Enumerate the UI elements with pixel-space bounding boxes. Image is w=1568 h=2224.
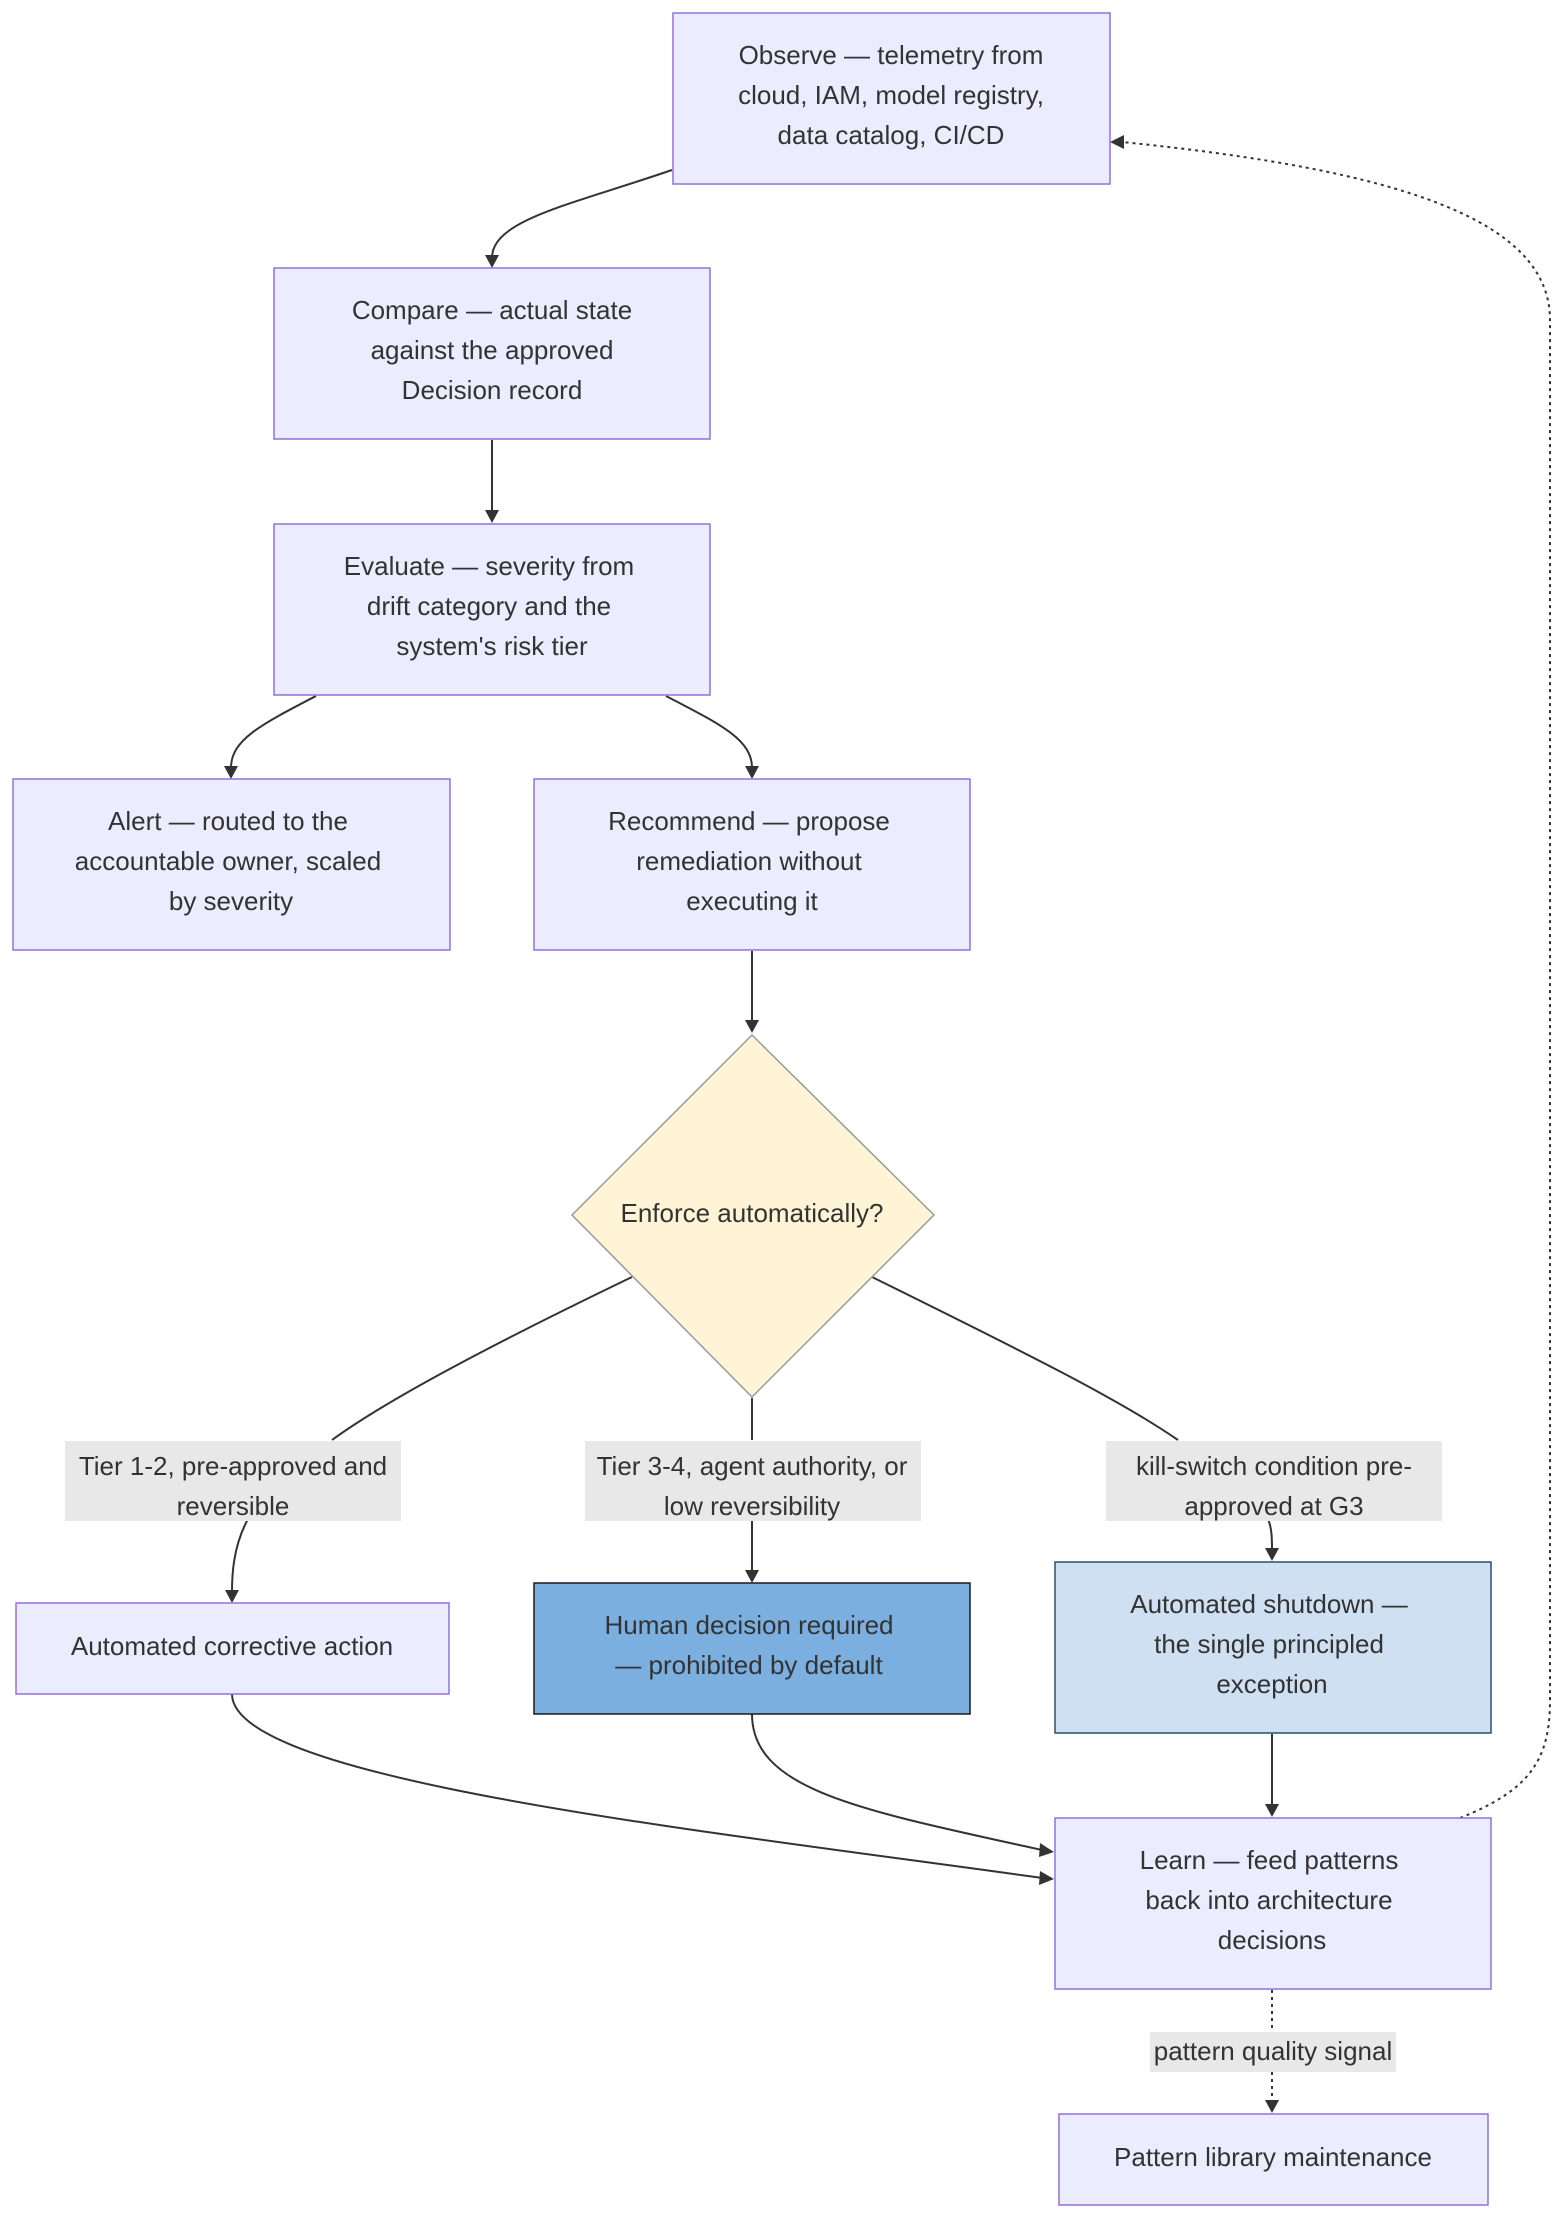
arrowhead-icon: [485, 255, 499, 268]
edge-label-line: approved at G3: [1184, 1491, 1363, 1521]
arrowhead-icon: [224, 766, 238, 779]
node-alert[interactable]: Alert — routed to the accountable owner,…: [12, 778, 451, 951]
edge-corrective-learn: [231, 1693, 1043, 1879]
node-text: Evaluate — severity from: [344, 551, 634, 581]
node-text: executing it: [686, 886, 818, 916]
node-text: accountable owner, scaled: [75, 846, 381, 876]
node-text: Decision record: [402, 375, 583, 405]
arrowhead-icon: [225, 1590, 239, 1603]
edge-label-bg: [1150, 2032, 1396, 2072]
edge-human-learn: [751, 1713, 1043, 1851]
node-text: Recommend — propose: [608, 806, 890, 836]
arrowhead-icon: [1265, 1804, 1279, 1817]
node-box: [1054, 1561, 1492, 1734]
node-observe[interactable]: Observe — telemetry from cloud, IAM, mod…: [672, 12, 1111, 185]
node-text: back into architecture: [1145, 1885, 1392, 1915]
arrowhead-icon: [745, 766, 759, 779]
node-shutdown[interactable]: Automated shutdown — the single principl…: [1054, 1561, 1492, 1734]
node-text: data catalog, CI/CD: [778, 120, 1005, 150]
edge-label-bg: [585, 1441, 921, 1521]
node-text: Automated shutdown —: [1130, 1589, 1408, 1619]
edge-label-bg: [1106, 1441, 1442, 1521]
node-box: [533, 778, 971, 951]
edge-decision-shutdown: [871, 1276, 1273, 1551]
node-box: [12, 778, 451, 951]
node-text: remediation without: [636, 846, 862, 876]
node-text: cloud, IAM, model registry,: [738, 80, 1044, 110]
node-pattern-library[interactable]: Pattern library maintenance: [1058, 2113, 1489, 2206]
node-box: [273, 523, 711, 696]
edges: [224, 135, 1551, 2113]
edge-decision-corrective: [231, 1276, 633, 1593]
node-box: [533, 1582, 971, 1715]
node-compare[interactable]: Compare — actual state against the appro…: [273, 267, 711, 440]
edge-label-tier12: Tier 1-2, pre-approved and reversible: [65, 1441, 401, 1521]
node-text: Pattern library maintenance: [1114, 2142, 1432, 2172]
node-text: drift category and the: [367, 591, 611, 621]
edge-label-quality: pattern quality signal: [1150, 2032, 1396, 2072]
arrowhead-icon: [1039, 1871, 1054, 1885]
edge-label-line: reversible: [177, 1491, 290, 1521]
node-box: [273, 267, 711, 440]
edge-label-line: low reversibility: [664, 1491, 840, 1521]
node-recommend[interactable]: Recommend — propose remediation without …: [533, 778, 971, 951]
arrowhead-icon: [1265, 2100, 1279, 2113]
arrowhead-icon: [745, 1570, 759, 1583]
node-text: system's risk tier: [396, 631, 588, 661]
node-text: Observe — telemetry from: [739, 40, 1044, 70]
node-corrective[interactable]: Automated corrective action: [15, 1602, 450, 1695]
decision-diamond: [570, 1033, 936, 1399]
node-text: Compare — actual state: [352, 295, 632, 325]
node-text: Enforce automatically?: [620, 1198, 883, 1228]
node-text: — prohibited by default: [615, 1650, 883, 1680]
node-text: Automated corrective action: [71, 1631, 393, 1661]
node-box: [1054, 1817, 1492, 1990]
node-evaluate[interactable]: Evaluate — severity from drift category …: [273, 523, 711, 696]
node-text: against the approved: [371, 335, 614, 365]
edge-label-line: pattern quality signal: [1154, 2036, 1392, 2066]
node-text: Alert — routed to the: [108, 806, 348, 836]
node-learn[interactable]: Learn — feed patterns back into architec…: [1054, 1817, 1492, 1990]
node-text: the single principled: [1154, 1629, 1384, 1659]
edge-label-bg: [65, 1441, 401, 1521]
arrowhead-icon: [1265, 1548, 1279, 1561]
node-text: by severity: [169, 886, 293, 916]
arrowhead-icon: [485, 510, 499, 523]
edge-evaluate-recommend: [665, 695, 753, 769]
arrowhead-icon: [745, 1020, 759, 1033]
node-box: [672, 12, 1111, 185]
node-human[interactable]: Human decision required — prohibited by …: [533, 1582, 971, 1715]
node-decision[interactable]: Enforce automatically?: [570, 1033, 936, 1399]
arrowhead-icon: [1110, 135, 1124, 149]
edge-label-line: kill-switch condition pre-: [1136, 1451, 1412, 1481]
edge-evaluate-alert: [230, 695, 317, 769]
edge-label-killswitch: kill-switch condition pre- approved at G…: [1106, 1441, 1442, 1521]
node-text: Human decision required: [604, 1610, 893, 1640]
node-box: [15, 1602, 450, 1695]
edge-label-line: Tier 1-2, pre-approved and: [79, 1451, 387, 1481]
arrowhead-icon: [1039, 1843, 1054, 1857]
node-text: exception: [1216, 1669, 1327, 1699]
edge-label-tier34: Tier 3-4, agent authority, or low revers…: [585, 1441, 921, 1521]
edge-observe-compare: [491, 169, 673, 259]
node-box: [1058, 2113, 1489, 2206]
edge-label-line: Tier 3-4, agent authority, or: [597, 1451, 908, 1481]
node-text: decisions: [1218, 1925, 1326, 1955]
edge-learn-observe: [1121, 141, 1551, 1819]
node-text: Learn — feed patterns: [1140, 1845, 1399, 1875]
